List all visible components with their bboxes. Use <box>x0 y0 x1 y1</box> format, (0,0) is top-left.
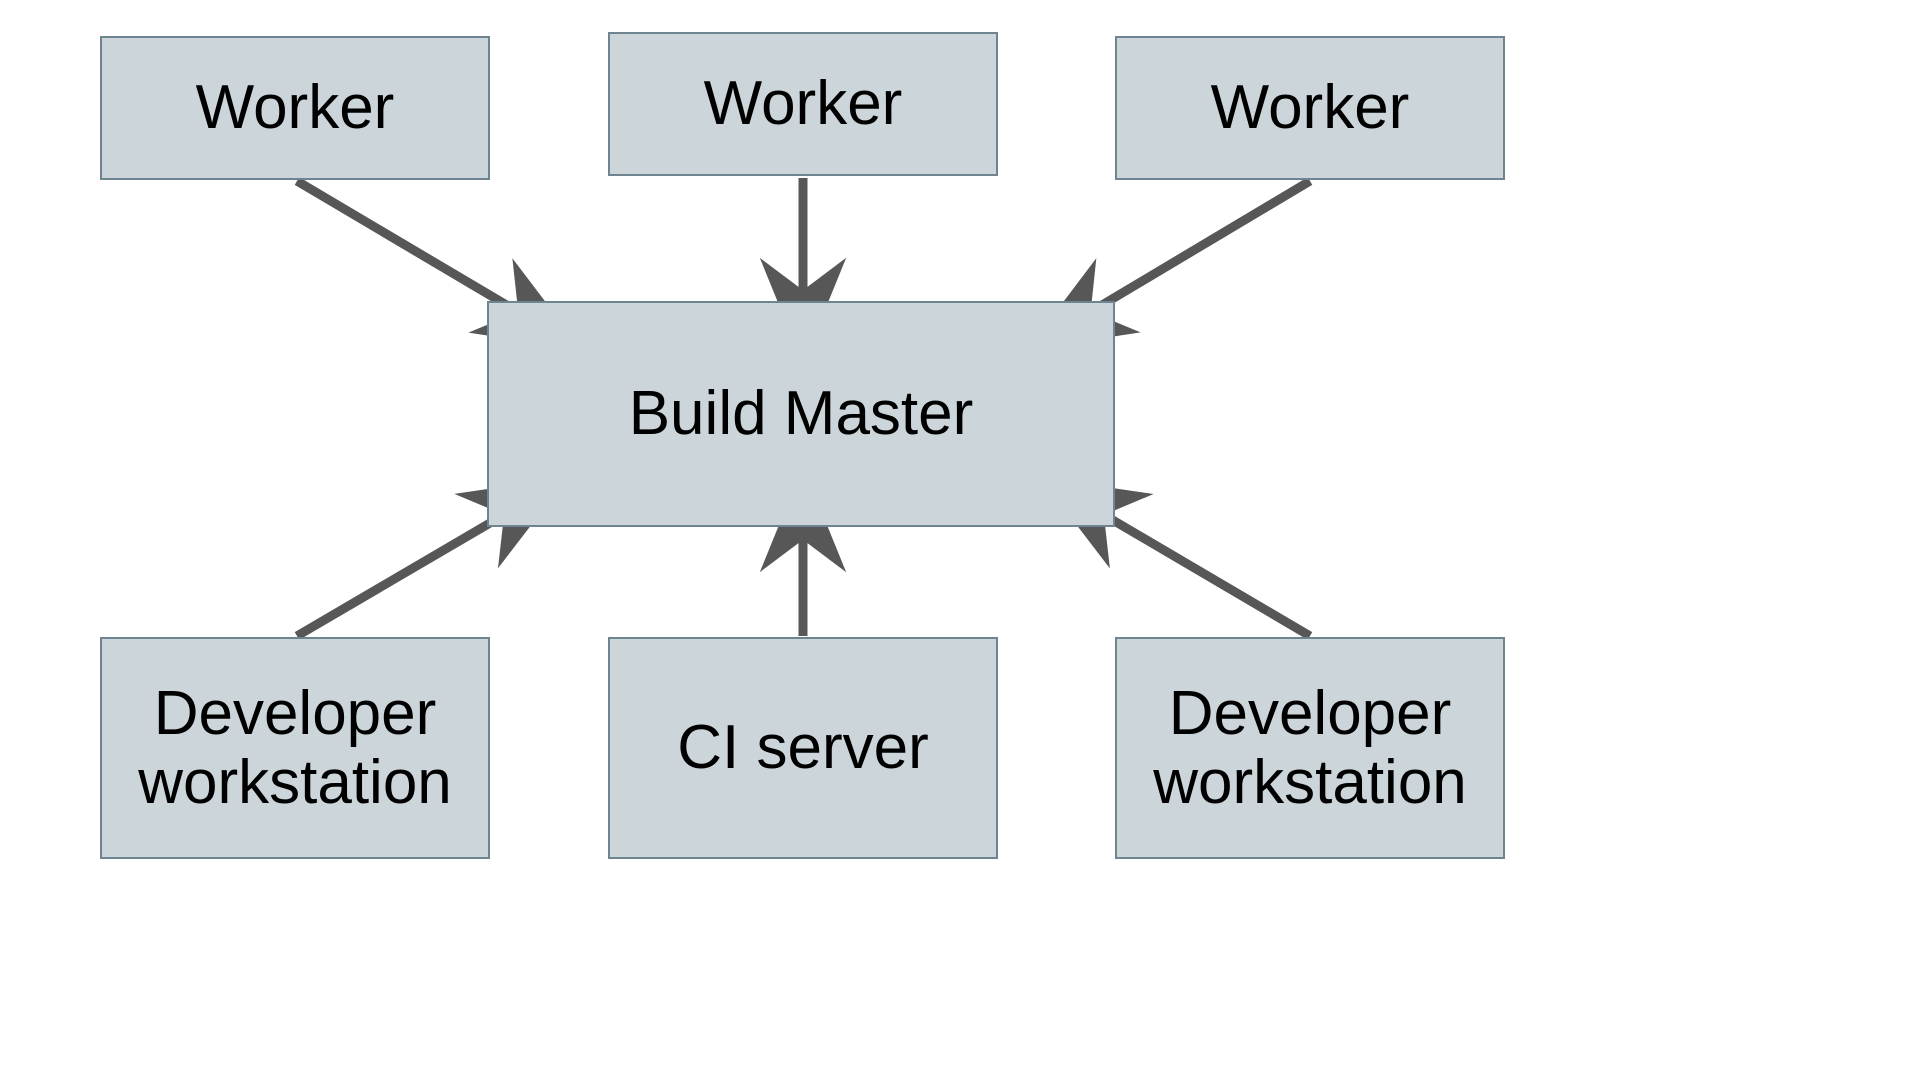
node-developer-workstation-2[interactable]: Developer workstation <box>1115 637 1505 859</box>
node-worker-2[interactable]: Worker <box>608 32 998 176</box>
node-label: Developer workstation <box>138 678 452 817</box>
node-worker-3[interactable]: Worker <box>1115 36 1505 180</box>
node-build-master[interactable]: Build Master <box>487 301 1115 527</box>
node-worker-1[interactable]: Worker <box>100 36 490 180</box>
node-developer-workstation-1[interactable]: Developer workstation <box>100 637 490 859</box>
node-label: Worker <box>703 69 903 139</box>
node-label: Worker <box>1210 73 1410 143</box>
node-label: CI server <box>677 713 929 783</box>
node-label: Worker <box>195 73 395 143</box>
node-ci-server[interactable]: CI server <box>608 637 998 859</box>
node-label: Developer workstation <box>1153 678 1467 817</box>
node-label: Build Master <box>628 379 974 449</box>
